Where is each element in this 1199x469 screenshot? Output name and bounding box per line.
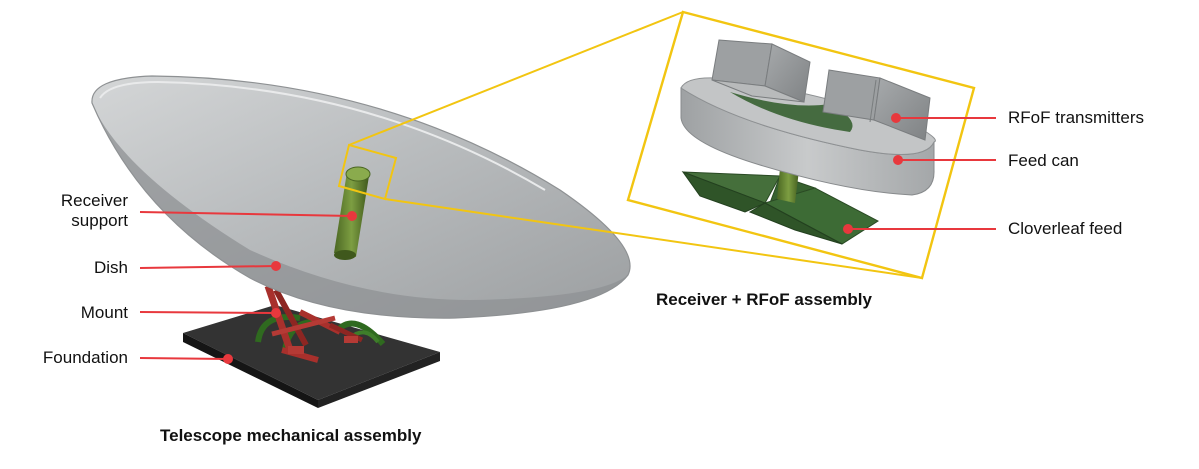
label-rfof-transmitters: RFoF transmitters (1008, 108, 1145, 127)
feed-can-body (680, 77, 936, 196)
label-cloverleaf-feed: Cloverleaf feed (1008, 219, 1123, 238)
zoom-frame (626, 10, 976, 280)
rfof-transmitter-box-left (711, 39, 811, 103)
label-dish: Dish (93, 258, 128, 277)
label-feed-can: Feed can (1008, 151, 1079, 170)
mount-structure (255, 284, 386, 363)
caption-receiver-assembly: Receiver + RFoF assembly (656, 290, 872, 309)
receiver-assembly-detail (680, 39, 936, 245)
label-receiver-support: Receiver support (60, 191, 128, 230)
label-mount: Mount (80, 303, 128, 322)
label-foundation: Foundation (42, 348, 128, 367)
caption-telescope-assembly: Telescope mechanical assembly (160, 426, 422, 445)
rfof-transmitter-box-right (822, 69, 931, 141)
callout-lines (139, 113, 996, 364)
zoom-callout (337, 11, 923, 279)
foundation-slab (183, 305, 440, 408)
